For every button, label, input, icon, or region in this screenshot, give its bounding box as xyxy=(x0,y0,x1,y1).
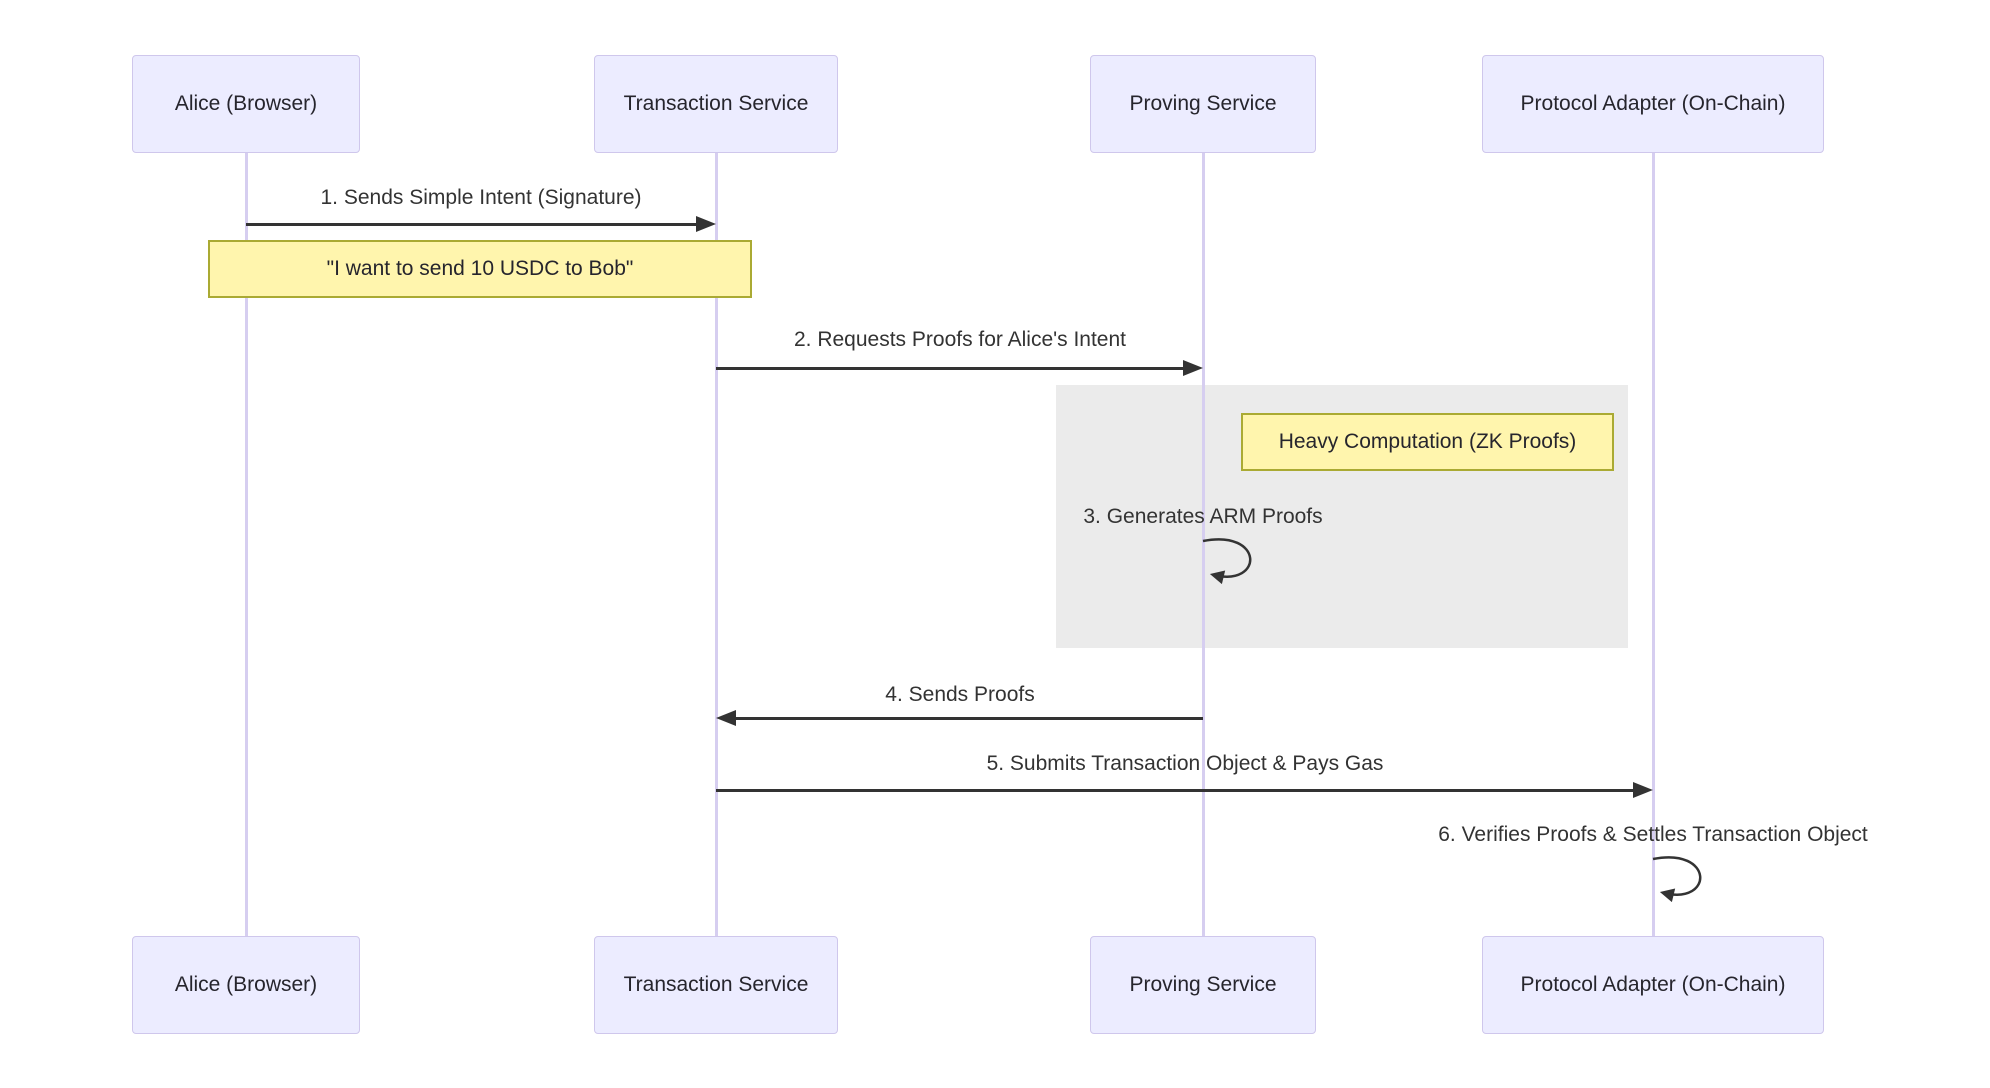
lifeline-alice xyxy=(245,152,248,936)
actor-bottom-proving-service: Proving Service xyxy=(1090,936,1316,1034)
note-intent: "I want to send 10 USDC to Bob" xyxy=(208,240,752,298)
message-4-label: 4. Sends Proofs xyxy=(885,683,1035,706)
note-heavy-computation-text: Heavy Computation (ZK Proofs) xyxy=(1278,430,1577,453)
message-5-label: 5. Submits Transaction Object & Pays Gas xyxy=(986,752,1384,775)
message-5-line xyxy=(716,789,1635,792)
message-3-label: 3. Generates ARM Proofs xyxy=(1083,505,1323,528)
actor-top-transaction-service: Transaction Service xyxy=(594,55,838,153)
message-5-arrowhead-icon xyxy=(1633,782,1653,798)
message-4-arrowhead-icon xyxy=(716,710,736,726)
lifeline-proving-service xyxy=(1202,152,1205,936)
message-6-selfloop-arrow-icon xyxy=(1652,856,1702,903)
note-heavy-computation: Heavy Computation (ZK Proofs) xyxy=(1241,413,1614,471)
message-3-selfloop-arrow-icon xyxy=(1202,538,1252,585)
actor-bottom-alice: Alice (Browser) xyxy=(132,936,360,1034)
actor-bottom-transaction-service: Transaction Service xyxy=(594,936,838,1034)
message-2-line xyxy=(716,367,1185,370)
note-intent-text: "I want to send 10 USDC to Bob" xyxy=(326,257,634,280)
message-2-arrowhead-icon xyxy=(1183,360,1203,376)
message-1-arrowhead-icon xyxy=(696,216,716,232)
actor-bottom-protocol-adapter: Protocol Adapter (On-Chain) xyxy=(1482,936,1824,1034)
lifeline-protocol-adapter xyxy=(1652,152,1655,936)
lifeline-transaction-service xyxy=(715,152,718,936)
message-1-label: 1. Sends Simple Intent (Signature) xyxy=(320,186,642,209)
actor-top-protocol-adapter: Protocol Adapter (On-Chain) xyxy=(1482,55,1824,153)
message-6-label: 6. Verifies Proofs & Settles Transaction… xyxy=(1438,823,1868,846)
message-4-line xyxy=(734,717,1203,720)
actor-top-proving-service: Proving Service xyxy=(1090,55,1316,153)
message-1-line xyxy=(246,223,698,226)
actor-top-alice: Alice (Browser) xyxy=(132,55,360,153)
message-2-label: 2. Requests Proofs for Alice's Intent xyxy=(793,328,1127,351)
